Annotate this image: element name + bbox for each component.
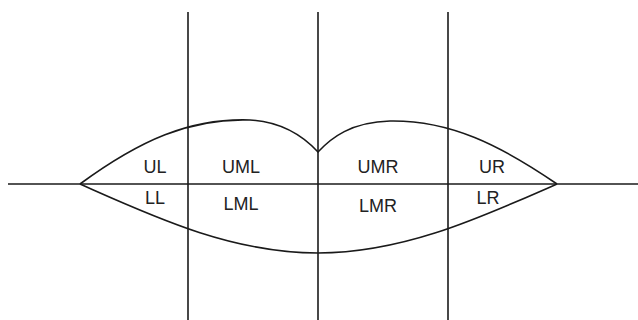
region-label: UML	[222, 158, 260, 176]
region-label: LL	[145, 189, 165, 207]
region-label: UMR	[358, 158, 399, 176]
region-label: LMR	[359, 197, 397, 215]
horizontal-axis	[8, 183, 638, 185]
region-label: LR	[476, 189, 499, 207]
region-label: UL	[143, 158, 166, 176]
vertical-divider	[317, 12, 319, 320]
region-label: UR	[479, 158, 505, 176]
upper-lip-outline	[80, 120, 557, 184]
vertical-divider	[187, 12, 189, 320]
vertical-divider	[447, 12, 449, 320]
region-label: LML	[223, 195, 258, 213]
lower-lip-outline	[80, 184, 557, 253]
